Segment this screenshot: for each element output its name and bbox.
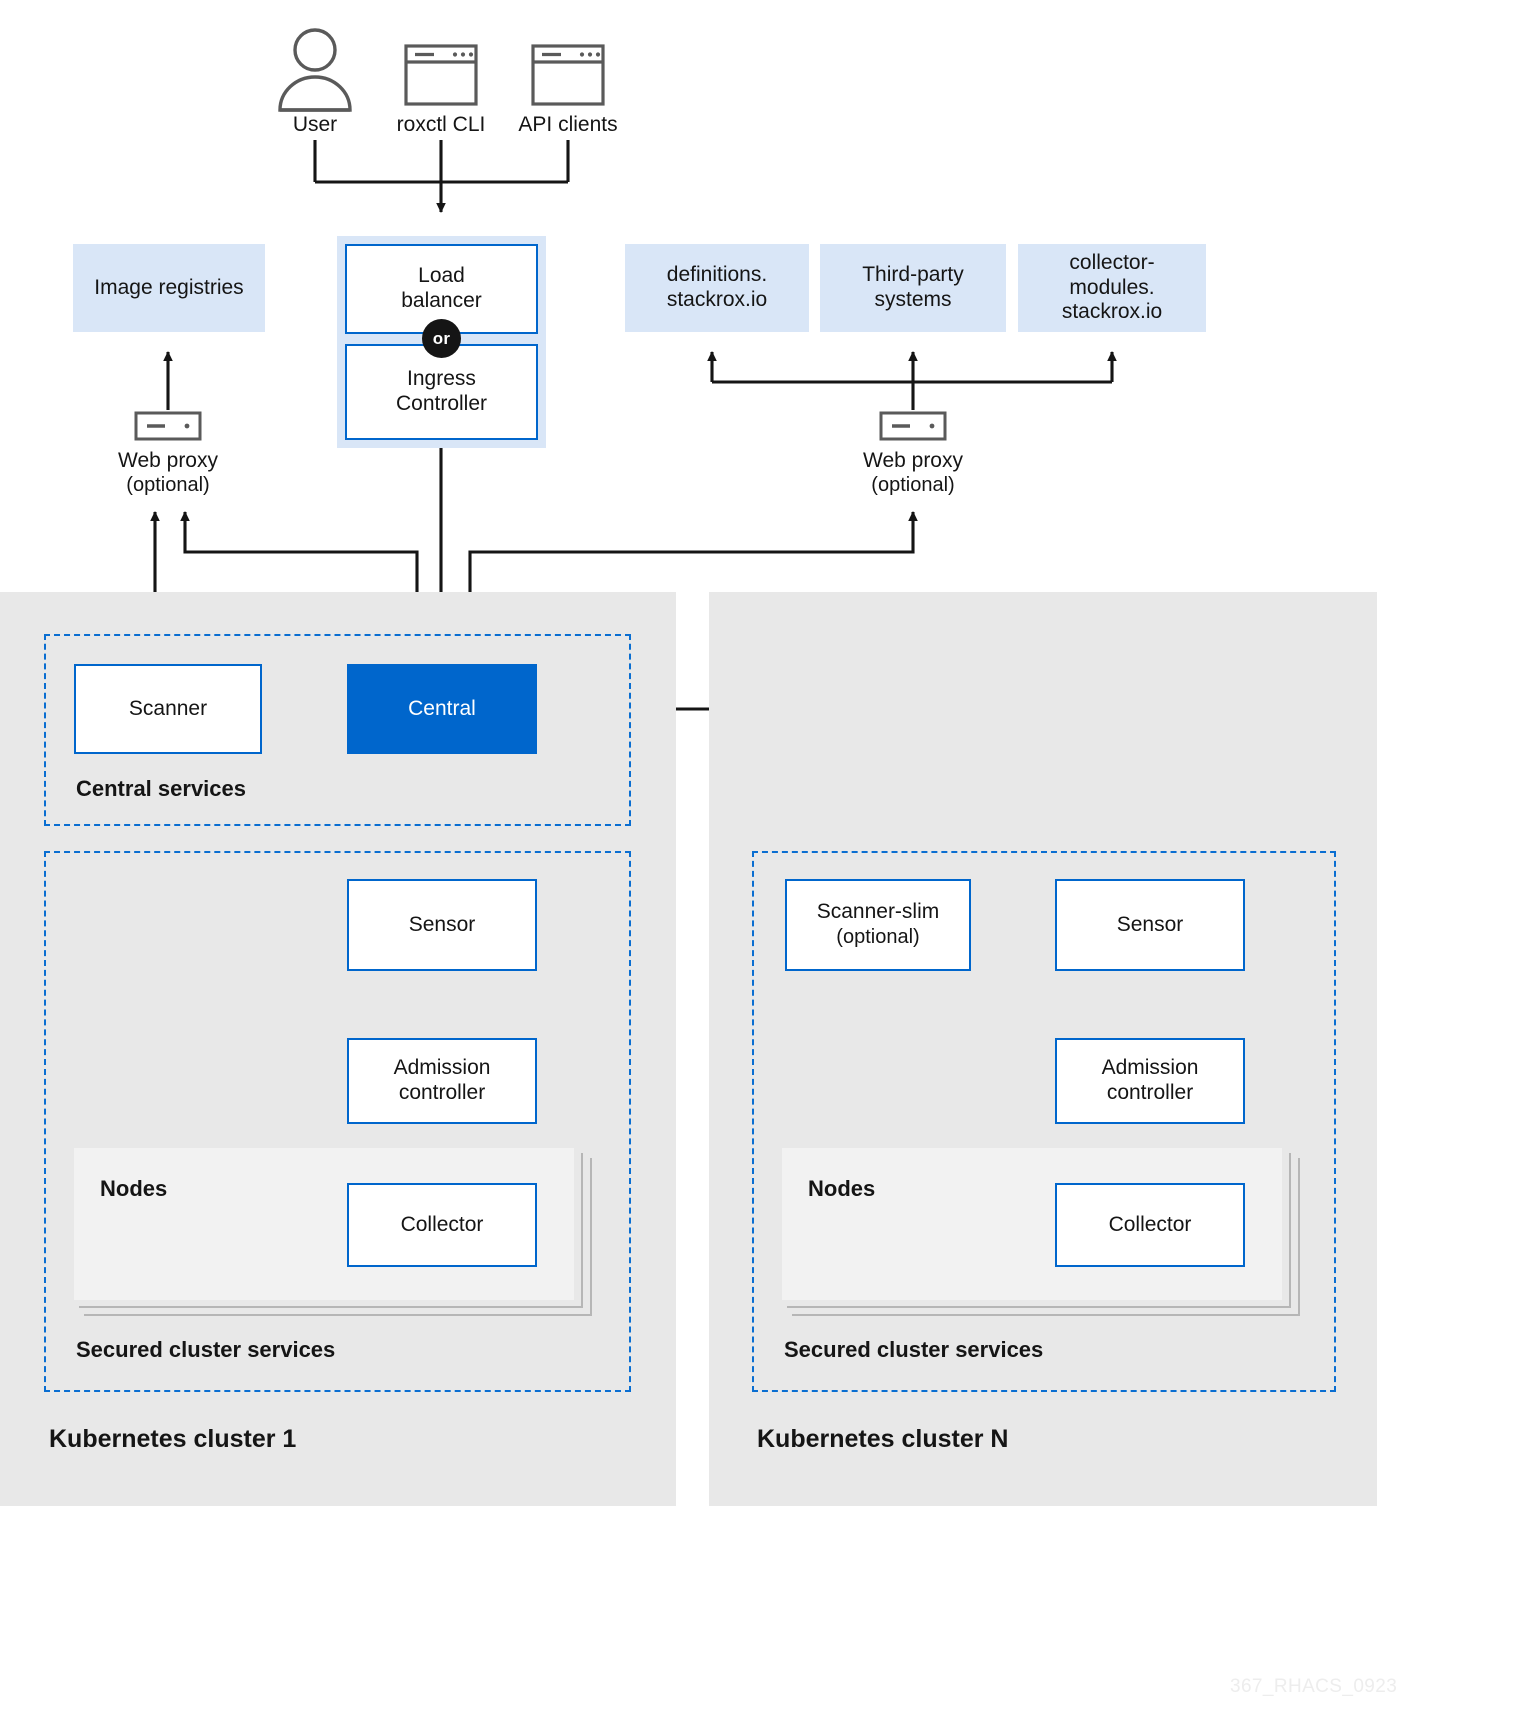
nodes-stack-shadow-2 <box>84 1158 592 1316</box>
scanner-slim-label: Scanner-slim <box>816 900 940 924</box>
definitions-label-line1: definitions. <box>666 263 768 287</box>
nodes-label-cluster-1: Nodes <box>100 1176 168 1201</box>
client-label-api: API clients <box>518 113 618 136</box>
external-box-definitions-stackrox[interactable]: definitions. stackrox.io <box>625 244 809 332</box>
admission-controller-box-cluster-1[interactable]: Admission controller <box>347 1038 537 1124</box>
admission-label-line2-cluster-n: controller <box>1106 1081 1194 1104</box>
scanner-label: Scanner <box>128 696 208 720</box>
collector-label-cluster-1: Collector <box>400 1212 484 1236</box>
terminal-window-icon <box>531 44 605 106</box>
web-proxy-label-left: Web proxy (optional) <box>58 448 278 497</box>
ingress-controller-box[interactable]: Ingress Controller <box>345 344 538 440</box>
kubernetes-cluster-n-label: Kubernetes cluster N <box>757 1425 1009 1453</box>
admission-label-line1-cluster-1: Admission <box>393 1056 491 1080</box>
secured-cluster-services-label-1: Secured cluster services <box>76 1337 336 1362</box>
central-services-dashed-region <box>44 634 631 826</box>
web-proxy-title-right: Web proxy <box>863 449 963 472</box>
web-proxy-icon <box>134 411 202 441</box>
secured-cluster-services-dashed-region-1 <box>44 851 631 1392</box>
scanner-slim-note: (optional) <box>836 926 920 948</box>
ingress-controller-label-line2: Controller <box>395 392 488 415</box>
sensor-label-cluster-n: Sensor <box>1116 912 1184 936</box>
client-label-roxctl: roxctl CLI <box>396 113 486 136</box>
secured-cluster-services-label-n: Secured cluster services <box>784 1337 1044 1362</box>
sensor-box-cluster-n[interactable]: Sensor <box>1055 879 1245 971</box>
external-box-collector-modules-stackrox[interactable]: collector- modules. stackrox.io <box>1018 244 1206 332</box>
nodes-stack-shadow-1 <box>79 1153 583 1308</box>
secured-cluster-services-dashed-region-n <box>752 851 1336 1392</box>
central-services-label: Central services <box>76 776 246 801</box>
definitions-label-line2: stackrox.io <box>666 288 768 311</box>
external-box-third-party-systems[interactable]: Third-party systems <box>820 244 1006 332</box>
load-balancer-label-line2: balancer <box>401 289 482 312</box>
user-icon <box>270 22 360 112</box>
nodes-stack-shadow-1 <box>787 1153 1291 1308</box>
sensor-label-cluster-1: Sensor <box>408 912 476 936</box>
or-label: or <box>432 328 451 348</box>
kubernetes-cluster-1-label: Kubernetes cluster 1 <box>49 1425 297 1453</box>
collector-box-cluster-1[interactable]: Collector <box>347 1183 537 1267</box>
nodes-stack-shadow-2 <box>792 1158 1300 1316</box>
web-proxy-title-left: Web proxy <box>118 449 218 472</box>
collector-box-cluster-n[interactable]: Collector <box>1055 1183 1245 1267</box>
web-proxy-icon <box>879 411 947 441</box>
third-party-label-line1: Third-party <box>862 263 964 287</box>
external-label-image-registries: Image registries <box>94 275 244 299</box>
terminal-window-icon <box>404 44 478 106</box>
or-badge: or <box>422 319 461 358</box>
nodes-label-cluster-n: Nodes <box>808 1176 876 1201</box>
load-balancer-label-line1: Load <box>418 264 465 288</box>
ingress-controller-label-line1: Ingress <box>407 367 476 391</box>
kubernetes-cluster-n-region <box>709 592 1377 1506</box>
third-party-label-line2: systems <box>874 288 952 311</box>
admission-label-line2-cluster-1: controller <box>398 1081 486 1104</box>
central-label: Central <box>408 696 476 720</box>
admission-controller-box-cluster-n[interactable]: Admission controller <box>1055 1038 1245 1124</box>
client-label-user: User <box>292 113 338 136</box>
sensor-box-cluster-1[interactable]: Sensor <box>347 879 537 971</box>
collector-modules-label-line2: modules. <box>1069 275 1155 299</box>
scanner-box[interactable]: Scanner <box>74 664 262 754</box>
collector-label-cluster-n: Collector <box>1108 1212 1192 1236</box>
collector-modules-label-line3: stackrox.io <box>1061 300 1163 324</box>
web-proxy-note-left: (optional) <box>126 474 210 497</box>
admission-label-line1-cluster-n: Admission <box>1101 1056 1199 1080</box>
web-proxy-label-right: Web proxy (optional) <box>803 448 1023 497</box>
external-box-image-registries[interactable]: Image registries <box>73 244 265 332</box>
watermark: 367_RHACS_0923 <box>1230 1676 1398 1697</box>
web-proxy-note-right: (optional) <box>871 474 955 497</box>
central-box[interactable]: Central <box>347 664 537 754</box>
collector-modules-label-line1: collector- <box>1069 250 1155 274</box>
scanner-slim-box-cluster-n[interactable]: Scanner-slim (optional) <box>785 879 971 971</box>
